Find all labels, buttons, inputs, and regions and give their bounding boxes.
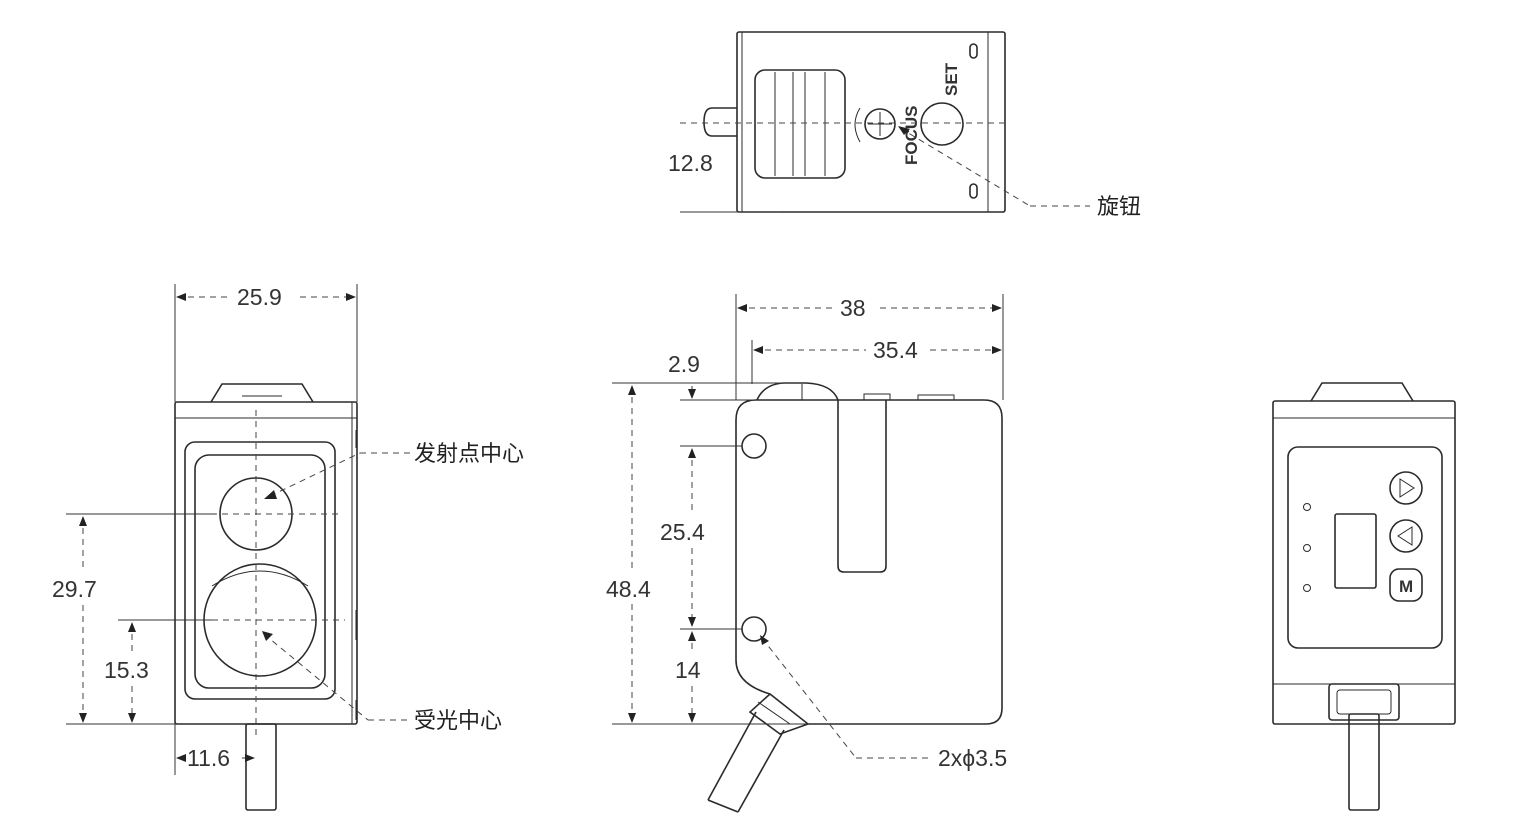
mount-hole-upper [741, 433, 767, 459]
connector-inner [1336, 689, 1392, 715]
front-lens-frame [184, 441, 336, 700]
top-mount-slot [969, 43, 978, 59]
emitter-callout: 发射点中心 [414, 442, 524, 467]
side-view-gland-line [757, 701, 791, 725]
focus-rotation-arc [854, 107, 861, 143]
front-view: 25.9 29.7 15.3 11.6 发射点中心 受光中心 [52, 284, 524, 811]
side-hole-bottom-dimension: 14 [675, 657, 701, 683]
down-button [1389, 519, 1423, 553]
control-panel [1287, 446, 1443, 649]
side-total-height-dimension: 48.4 [606, 576, 651, 602]
side-inner-length-dimension: 35.4 [873, 337, 918, 363]
side-cable-end [707, 799, 739, 813]
side-view-top-tab [917, 394, 955, 401]
top-view-height-dimension: 12.8 [668, 150, 713, 176]
set-button [920, 102, 964, 146]
side-hole-spacing-dimension: 25.4 [660, 519, 705, 545]
back-view-top-cap [1310, 382, 1414, 402]
front-offset-dimension: 11.6 [187, 745, 230, 771]
emitter-height-dimension: 29.7 [52, 576, 97, 602]
receiver-callout: 受光中心 [414, 709, 502, 734]
side-view-slot [837, 400, 887, 573]
knob-callout: 旋钮 [1097, 195, 1141, 220]
side-length-dimension: 38 [840, 295, 866, 321]
set-label: SET [942, 62, 961, 96]
indicator-led-3 [1303, 584, 1311, 592]
receiver-leader-arrow [262, 631, 273, 641]
holes-leader-arrow [760, 635, 769, 645]
side-view-top-tab [863, 393, 891, 401]
knob-leader [899, 127, 1031, 207]
top-view: FOCUS SET 12.8 旋钮 [668, 31, 1141, 220]
side-view-cable-gland [748, 693, 809, 735]
bottom-mount-slot [969, 183, 978, 199]
holes-leader [761, 637, 857, 759]
mode-button-label: M [1399, 577, 1413, 596]
connector-housing [1328, 683, 1400, 721]
front-view-top-cap [210, 383, 314, 403]
back-view-body [1272, 400, 1456, 725]
side-view: 38 35.4 2.9 48.4 25.4 14 2xϕ3.5 [606, 294, 1007, 813]
back-cable [1348, 713, 1380, 811]
back-view: M [1272, 382, 1456, 811]
side-view-top-hump [756, 382, 839, 401]
display-screen [1334, 513, 1377, 589]
right-arrow-icon [1399, 478, 1415, 498]
mode-button [1389, 568, 1423, 602]
knob-leader-arrow [898, 126, 910, 135]
side-cable-edge [707, 711, 757, 801]
side-cable-edge [737, 729, 785, 813]
indicator-led-1 [1303, 503, 1311, 511]
emitter-leader-arrow [264, 490, 277, 499]
emitter-leader [269, 452, 361, 497]
holes-callout: 2xϕ3.5 [938, 745, 1007, 771]
receiver-lens-rim [211, 570, 309, 587]
side-top-offset-dimension: 2.9 [668, 351, 700, 377]
receiver-height-dimension: 15.3 [104, 657, 149, 683]
front-cable [245, 723, 277, 811]
focus-knob [864, 108, 896, 140]
side-view-body [735, 399, 1003, 725]
indicator-led-2 [1303, 544, 1311, 552]
front-width-dimension: 25.9 [237, 284, 282, 310]
top-view-window [754, 69, 846, 179]
top-view-cable-stub [703, 107, 737, 137]
front-lens-bezel [194, 454, 326, 689]
top-view-body [736, 31, 1006, 213]
receiver-leader [263, 633, 369, 721]
up-button [1389, 471, 1423, 505]
left-arrow-icon [1397, 526, 1413, 546]
